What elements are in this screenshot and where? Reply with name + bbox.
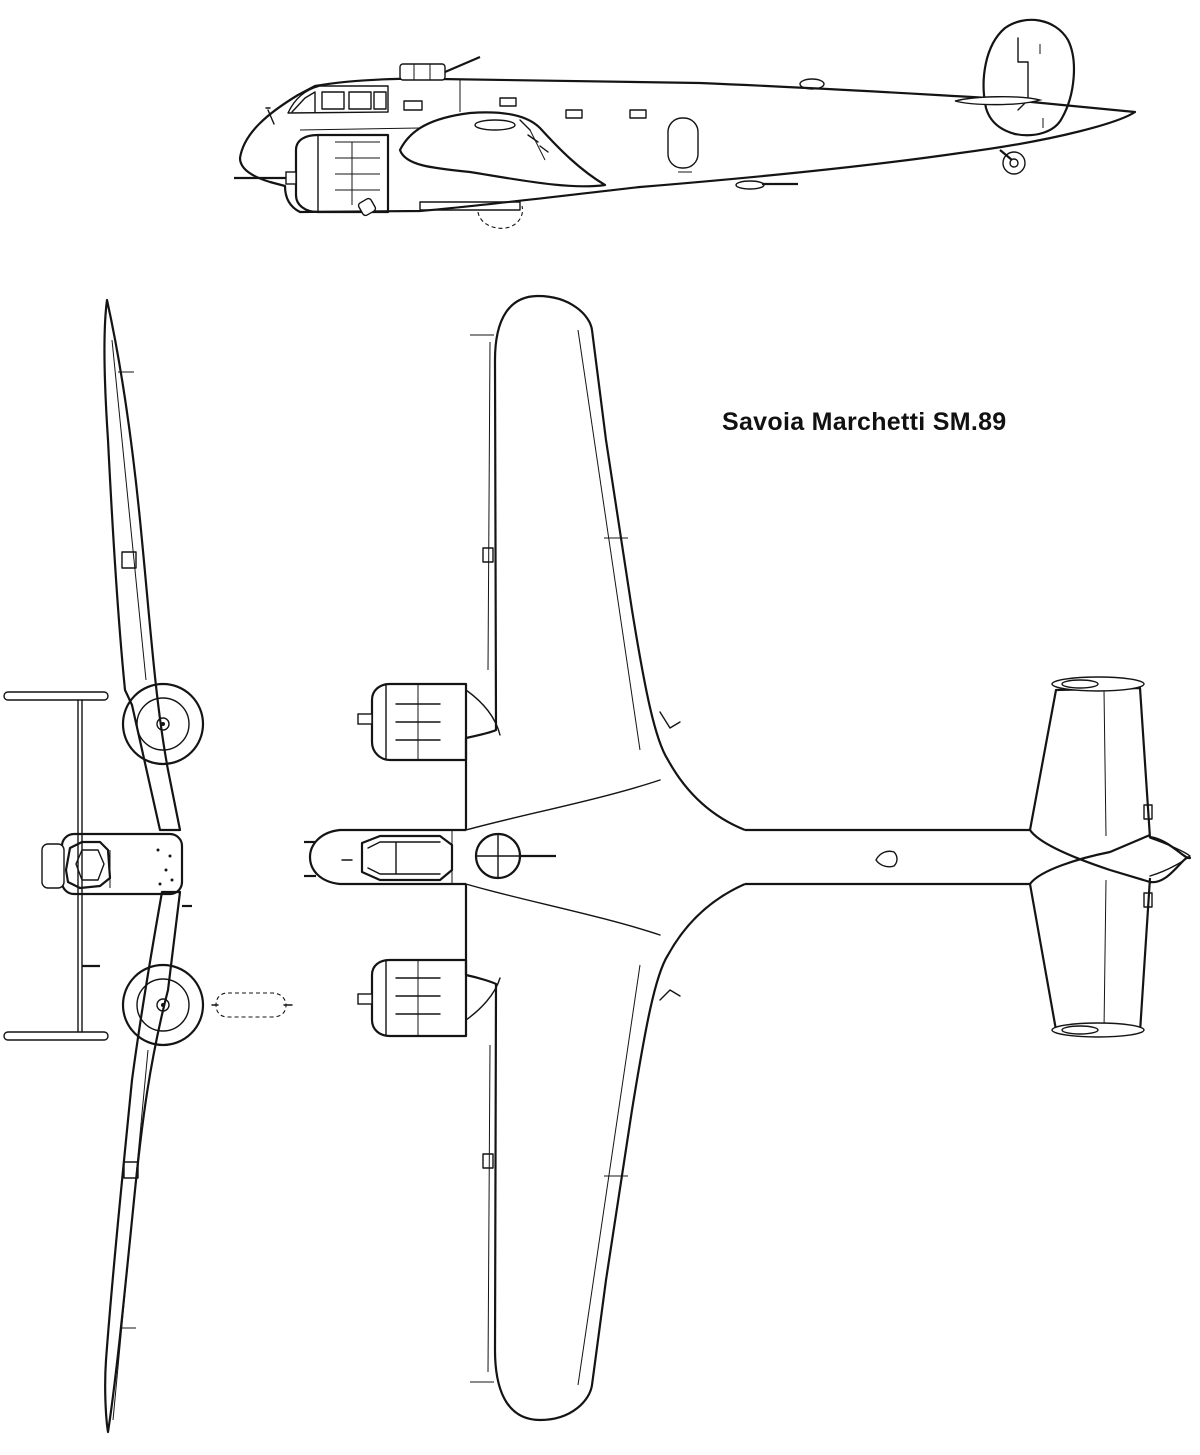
plan-wing-upper [464, 294, 746, 832]
side-window [321, 91, 345, 110]
side-door [667, 117, 699, 169]
side-fuselage [238, 77, 1137, 214]
side-retracted-wheel [477, 205, 524, 229]
front-tailplane-bar [3, 691, 109, 701]
front-tailplane-bar [3, 1031, 109, 1041]
front-ventral-gondola [215, 992, 287, 1018]
plan-engine-nacelle-lower [357, 958, 468, 1038]
side-wing-fairing [398, 111, 607, 188]
side-fin [982, 18, 1076, 137]
plan-fuselage [308, 828, 1192, 886]
plan-wing-lower [464, 882, 746, 1422]
plan-engine-nacelle-upper [357, 682, 468, 762]
side-cockpit-canopy [287, 85, 389, 114]
front-view [3, 298, 293, 1434]
side-view [234, 18, 1137, 229]
front-cockpit [64, 840, 112, 890]
front-nose-turret [41, 843, 65, 889]
side-turret-gun [444, 55, 481, 74]
plan-view [304, 294, 1192, 1422]
side-tailplane [954, 96, 1043, 106]
side-ventral-gondola [419, 201, 521, 211]
front-engine-upper [121, 682, 205, 766]
plan-antenna-fairing [875, 850, 898, 868]
side-dorsal-turret [399, 63, 446, 81]
drawing-title: Savoia Marchetti SM.89 [722, 408, 1007, 436]
plan-tailplane-upper [1028, 686, 1152, 839]
side-engine-nacelle [294, 133, 390, 214]
side-window [373, 91, 387, 110]
side-antenna-fairing [799, 78, 825, 90]
front-wing-lower [104, 890, 182, 1434]
front-engine-lower [121, 963, 205, 1047]
front-wing-upper [103, 298, 182, 832]
side-window [348, 91, 372, 110]
side-nose-windscreen [291, 91, 316, 113]
plan-tailplane-lower [1028, 877, 1152, 1034]
side-exhaust [357, 197, 377, 217]
